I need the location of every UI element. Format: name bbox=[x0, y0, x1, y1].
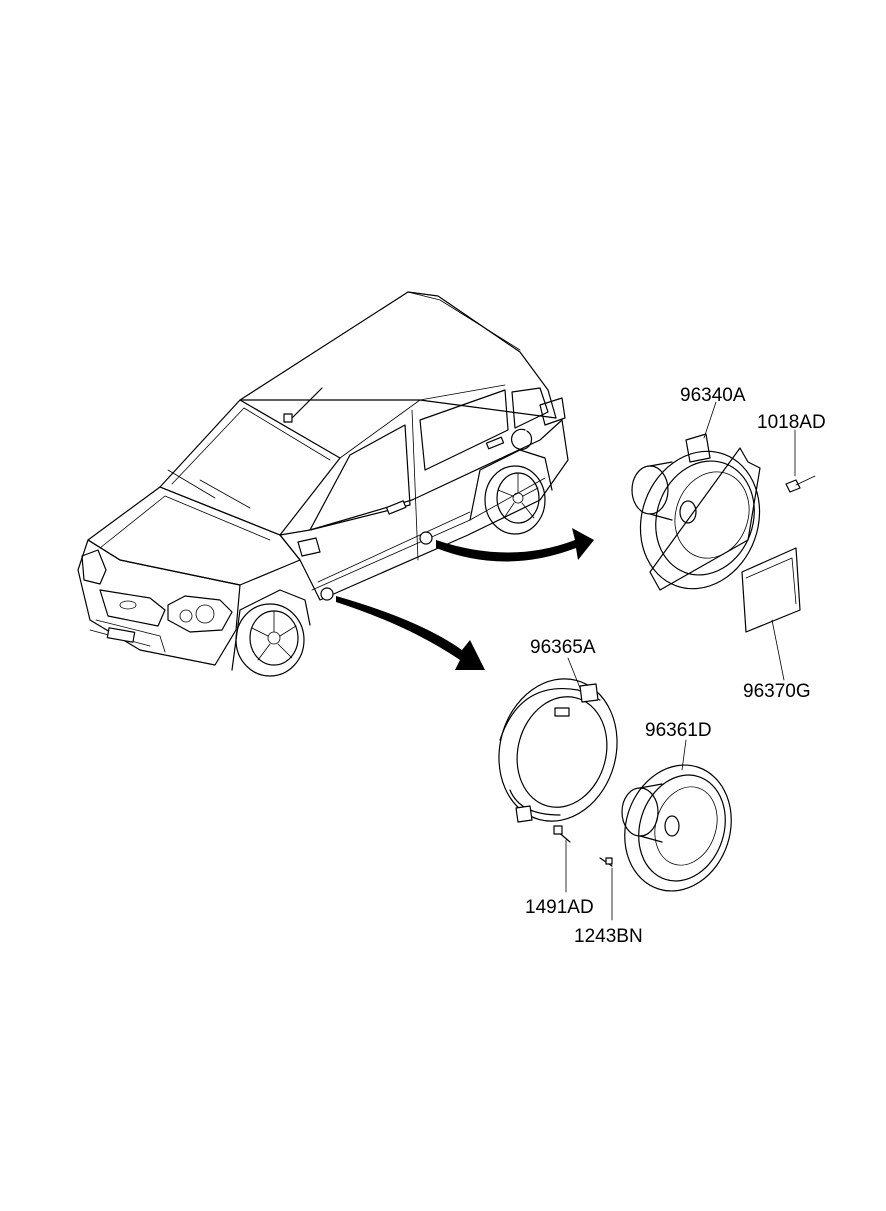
front-speaker-part bbox=[631, 401, 816, 591]
front-speaker-location bbox=[419, 531, 433, 545]
label-front-pad: 96370G bbox=[743, 681, 811, 702]
rear-wheel bbox=[469, 449, 553, 535]
label-rear-speaker: 96361D bbox=[645, 720, 712, 741]
part-labels: 96340A 1018AD 96370G 96365A 96361D 1491A… bbox=[525, 385, 826, 947]
label-front-screw: 1018AD bbox=[757, 412, 826, 433]
label-rear-bracket: 96365A bbox=[530, 637, 596, 658]
callout-arrow-front bbox=[436, 528, 594, 562]
pad-part bbox=[741, 547, 801, 681]
rear-speaker-location bbox=[320, 587, 334, 601]
front-wheel bbox=[231, 589, 311, 677]
vehicle-illustration bbox=[77, 291, 569, 677]
rear-bracket-part bbox=[498, 657, 618, 921]
label-rear-screw-b: 1243BN bbox=[574, 926, 643, 947]
label-rear-screw-a: 1491AD bbox=[525, 897, 594, 918]
label-front-speaker: 96340A bbox=[680, 385, 746, 406]
rear-speaker-part bbox=[621, 739, 732, 892]
callout-arrow-rear bbox=[336, 596, 485, 670]
